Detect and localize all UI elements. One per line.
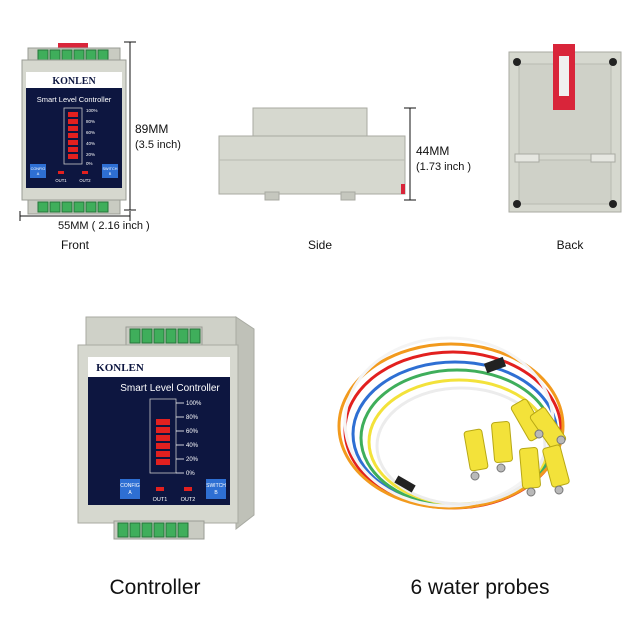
controller-scale-20: 20% (186, 457, 199, 463)
controller-illustration: KONLEN Smart Level Controller 100% 80% 6… (77, 316, 255, 540)
controller-out1: OUT1 (153, 497, 168, 503)
front-scale-0: 0% (86, 161, 93, 166)
front-device-illustration: KONLEN Smart Level Controller 100% 80% 6… (21, 43, 127, 215)
front-out1: OUT1 (55, 178, 67, 183)
front-height-mm: 89MM (135, 122, 169, 136)
controller-scale-80: 80% (186, 415, 199, 421)
front-scale-100: 100% (86, 108, 98, 113)
controller-model-label: Smart Level Controller (120, 383, 220, 394)
front-button-b-line2: B (109, 172, 112, 176)
controller-scale-100: 100% (186, 401, 202, 407)
front-scale-60: 60% (86, 130, 95, 135)
controller-brand: KONLEN (96, 362, 144, 374)
front-view: KONLEN Smart Level Controller 100% 80% 6… (18, 40, 130, 220)
side-view (215, 100, 415, 210)
front-scale-80: 80% (86, 119, 95, 124)
controller-button-a-line2: A (128, 490, 132, 496)
probes-view (335, 330, 605, 545)
controller-scale-60: 60% (186, 429, 199, 435)
back-caption: Back (556, 238, 584, 252)
side-caption: Side (307, 238, 333, 252)
probes-caption: 6 water probes (410, 576, 550, 599)
controller-view: KONLEN Smart Level Controller 100% 80% 6… (70, 315, 260, 545)
front-scale-20: 20% (86, 152, 95, 157)
front-dimension-lines (19, 41, 136, 221)
water-probes-illustration (337, 336, 570, 510)
side-dimension-line (404, 107, 416, 201)
front-width: 55MM ( 2.16 inch ) (58, 220, 150, 232)
front-caption: Front (60, 238, 89, 252)
front-out2: OUT2 (79, 178, 91, 183)
front-button-b-line1: SWITCH (103, 167, 118, 171)
front-scale-40: 40% (86, 141, 95, 146)
back-view (505, 42, 625, 217)
side-height-mm: 44MM (416, 144, 450, 158)
front-model-label: Smart Level Controller (37, 95, 112, 104)
side-height-inch: (1.73 inch ) (416, 161, 472, 173)
controller-button-b-line2: B (214, 490, 218, 496)
controller-button-a-line1: CONFIG (120, 483, 140, 489)
front-brand: KONLEN (52, 76, 96, 87)
front-button-a-line1: CONFIG (31, 167, 46, 171)
front-height-inch: (3.5 inch) (135, 139, 181, 151)
side-device-illustration (218, 107, 406, 201)
controller-caption: Controller (109, 576, 201, 599)
back-device-illustration (508, 44, 622, 213)
controller-out2: OUT2 (181, 497, 196, 503)
front-button-a-line2: A (37, 172, 40, 176)
controller-scale-40: 40% (186, 443, 199, 449)
controller-scale-0: 0% (186, 471, 195, 477)
controller-button-b-line1: SWITCH (206, 483, 226, 489)
